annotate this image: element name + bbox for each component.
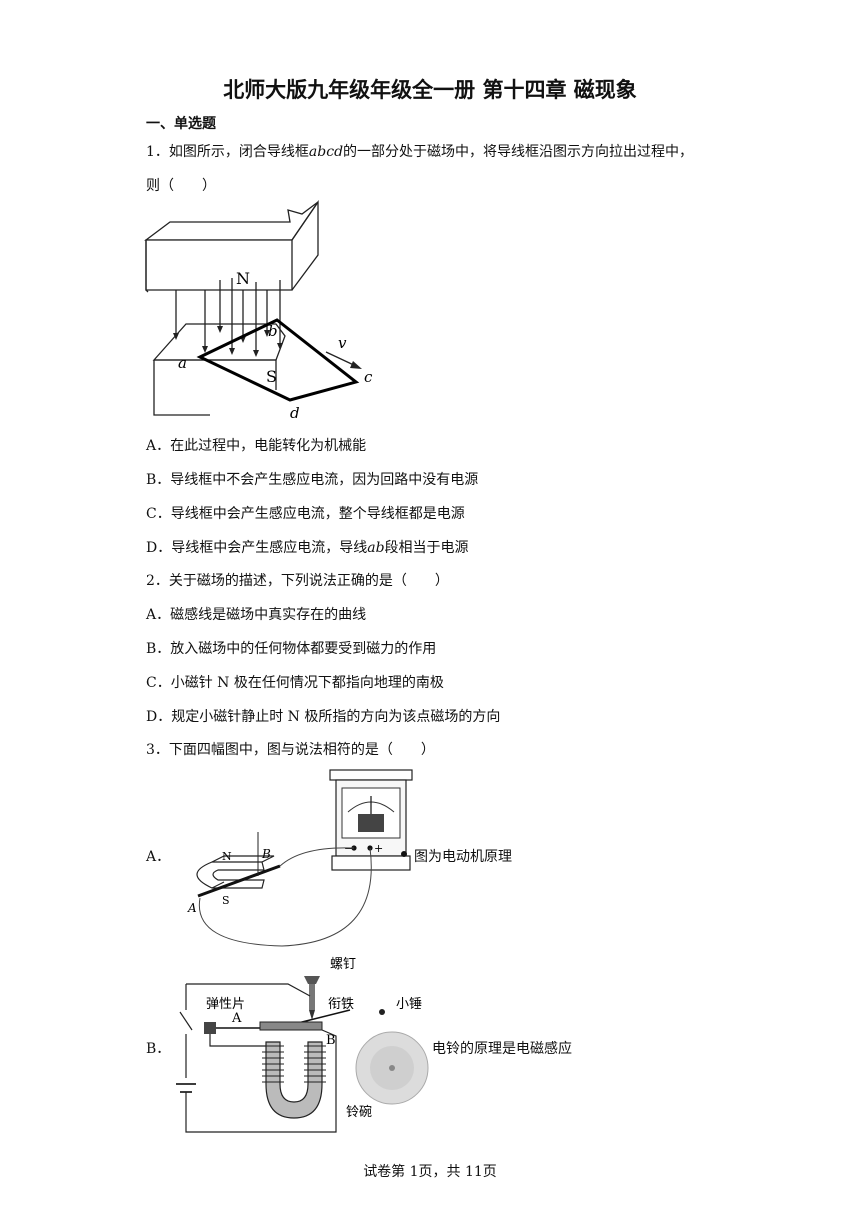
q1-label-s: S [266,367,277,386]
q1-label-v: v [338,334,347,352]
q2-option-b: B．放入磁场中的任何物体都要受到磁力的作用 [146,641,437,657]
q3b-label-spring: 弹性片 [206,997,245,1012]
q1-label-a: a [178,354,187,372]
q3a-label-n: N [222,850,232,863]
q1-label-b: b [268,322,278,340]
q1-option-d: D．导线框中会产生感应电流，导线ab段相当于电源 [146,537,469,557]
q1-label-d: d [290,404,300,422]
q1-option-b: B．导线框中不会产生感应电流，因为回路中没有电源 [146,472,479,488]
q2-option-a: A．磁感线是磁场中真实存在的曲线 [146,607,367,623]
page-title: 北师大版九年级年级全一册 第十四章 磁现象 [223,78,637,102]
q3-option-b-caption: 电铃的原理是电磁感应 [432,1041,572,1057]
q1-label-n: N [236,269,250,288]
q3b-label-hammer: 小锤 [396,997,422,1012]
q2-option-c: C．小磁针 N 极在任何情况下都指向地理的南极 [146,675,444,691]
q1-figure: a b c d v N S [144,200,373,422]
q3-figure-b: 螺钉 弹性片 衔铁 小锤 A B 铃碗 [176,957,429,1133]
q3-option-a-caption: 图为电动机原理 [414,849,512,865]
q3b-label-armature: 衔铁 [328,997,354,1012]
q1-stem-var: abcd [308,144,344,160]
q1-option-a: A．在此过程中，电能转化为机械能 [146,438,367,454]
q3b-label-a: A [231,1011,242,1026]
q1-loop [196,318,360,402]
q3a-label-minus: − [344,842,353,855]
q2-option-d: D．规定小磁针静止时 N 极所指的方向为该点磁场的方向 [146,709,501,725]
q1-label-c: c [364,368,373,386]
section-heading: 一、单选题 [146,116,216,132]
q3-stem: 3．下面四幅图中，图与说法相符的是（ ） [146,742,435,758]
q3a-label-b: B [261,847,271,861]
q1-stem-part1: 1．如图所示，闭合导线框 [146,144,309,160]
q1-option-d-part2: 段相当于电源 [384,540,469,556]
q3-option-b-label: B． [146,1041,171,1057]
q3a-label-a: A [187,901,197,915]
q3b-label-b: B [326,1033,336,1048]
q1-option-d-part1: D．导线框中会产生感应电流，导线 [146,540,368,556]
q1-stem: 1．如图所示，闭合导线框abcd的一部分处于磁场中，将导线框沿图示方向拉出过程中… [146,141,693,161]
q2-stem: 2．关于磁场的描述，下列说法正确的是（ ） [146,573,449,589]
q1-stem-part2: 的一部分处于磁场中，将导线框沿图示方向拉出过程中， [343,144,694,160]
q3b-label-screw: 螺钉 [330,957,356,972]
q1-option-d-var: ab [367,540,385,556]
q1-option-c: C．导线框中会产生感应电流，整个导线框都是电源 [146,506,465,522]
q3-figure-a: − + N S A B [187,769,413,947]
q3a-label-plus: + [374,842,383,855]
q3b-label-bowl: 铃碗 [346,1104,372,1120]
q3-option-a-label: A． [146,849,171,865]
page-footer: 试卷第 1页，共 11页 [363,1164,497,1180]
q3a-label-s: S [222,894,230,907]
q1-stem-cont: 则（ ） [146,178,216,194]
